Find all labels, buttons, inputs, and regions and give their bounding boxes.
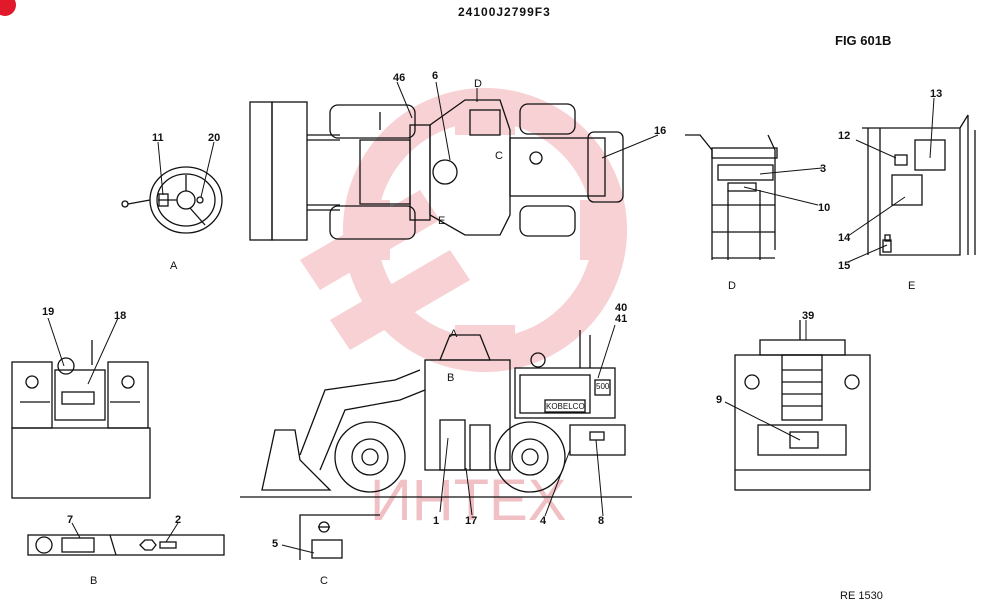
bar-detail-b xyxy=(27,534,225,556)
callout-11: 11 xyxy=(152,132,164,144)
callout-2: 2 xyxy=(175,514,182,526)
ladder-view-d xyxy=(685,134,778,260)
watermark-logo xyxy=(300,88,627,372)
callout-19: 19 xyxy=(42,306,55,318)
section-mark-e: E xyxy=(438,215,446,227)
callout-5: 5 xyxy=(272,538,279,550)
callout-8: 8 xyxy=(598,515,605,527)
figure-label: FIG 601B xyxy=(835,33,892,48)
callout-4: 4 xyxy=(540,515,547,527)
tank-detail-c xyxy=(299,514,380,560)
callout-39: 39 xyxy=(802,310,815,322)
callout-20: 20 xyxy=(208,132,221,144)
callout-7: 7 xyxy=(67,514,74,526)
callout-13: 13 xyxy=(930,88,943,100)
view-label-c: C xyxy=(320,575,328,587)
brand-label: KOBELCO xyxy=(546,402,585,411)
side-view-machine xyxy=(240,330,632,498)
callout-40: 40 xyxy=(615,302,628,314)
section-mark-b: B xyxy=(447,372,455,384)
view-label-b: B xyxy=(90,575,98,587)
callout-10: 10 xyxy=(818,202,831,214)
callout-6: 6 xyxy=(432,70,439,82)
section-mark-c: C xyxy=(495,150,503,162)
drawing-lines xyxy=(11,81,976,560)
cab-side-view-e xyxy=(862,114,976,256)
reference-number: RE 1530 xyxy=(840,590,883,602)
steering-wheel-view-a xyxy=(121,166,223,234)
section-mark-d: D xyxy=(474,78,482,90)
corner-marker xyxy=(0,0,16,16)
callout-3: 3 xyxy=(820,163,827,175)
callout-16: 16 xyxy=(654,125,667,137)
rear-view-b xyxy=(11,340,151,499)
callout-15: 15 xyxy=(838,260,851,272)
top-view-machine xyxy=(249,99,624,241)
section-mark-a: A xyxy=(450,328,458,340)
callout-46: 46 xyxy=(393,72,406,84)
callout-17: 17 xyxy=(465,515,478,527)
view-label-e: E xyxy=(908,280,916,292)
callout-14: 14 xyxy=(838,232,851,244)
callout-18: 18 xyxy=(114,310,127,322)
drawing-number: 24100J2799F3 xyxy=(458,5,551,19)
view-label-d: D xyxy=(728,280,736,292)
view-label-a: A xyxy=(170,260,178,272)
callout-41: 41 xyxy=(615,313,628,325)
leader-lines xyxy=(47,81,935,554)
model-label: 500 xyxy=(596,382,610,391)
front-view-machine xyxy=(734,320,871,491)
callout-1: 1 xyxy=(433,515,440,527)
callout-9: 9 xyxy=(716,394,723,406)
watermark-text: ИНТЕХ xyxy=(370,468,566,533)
callout-12: 12 xyxy=(838,130,851,142)
